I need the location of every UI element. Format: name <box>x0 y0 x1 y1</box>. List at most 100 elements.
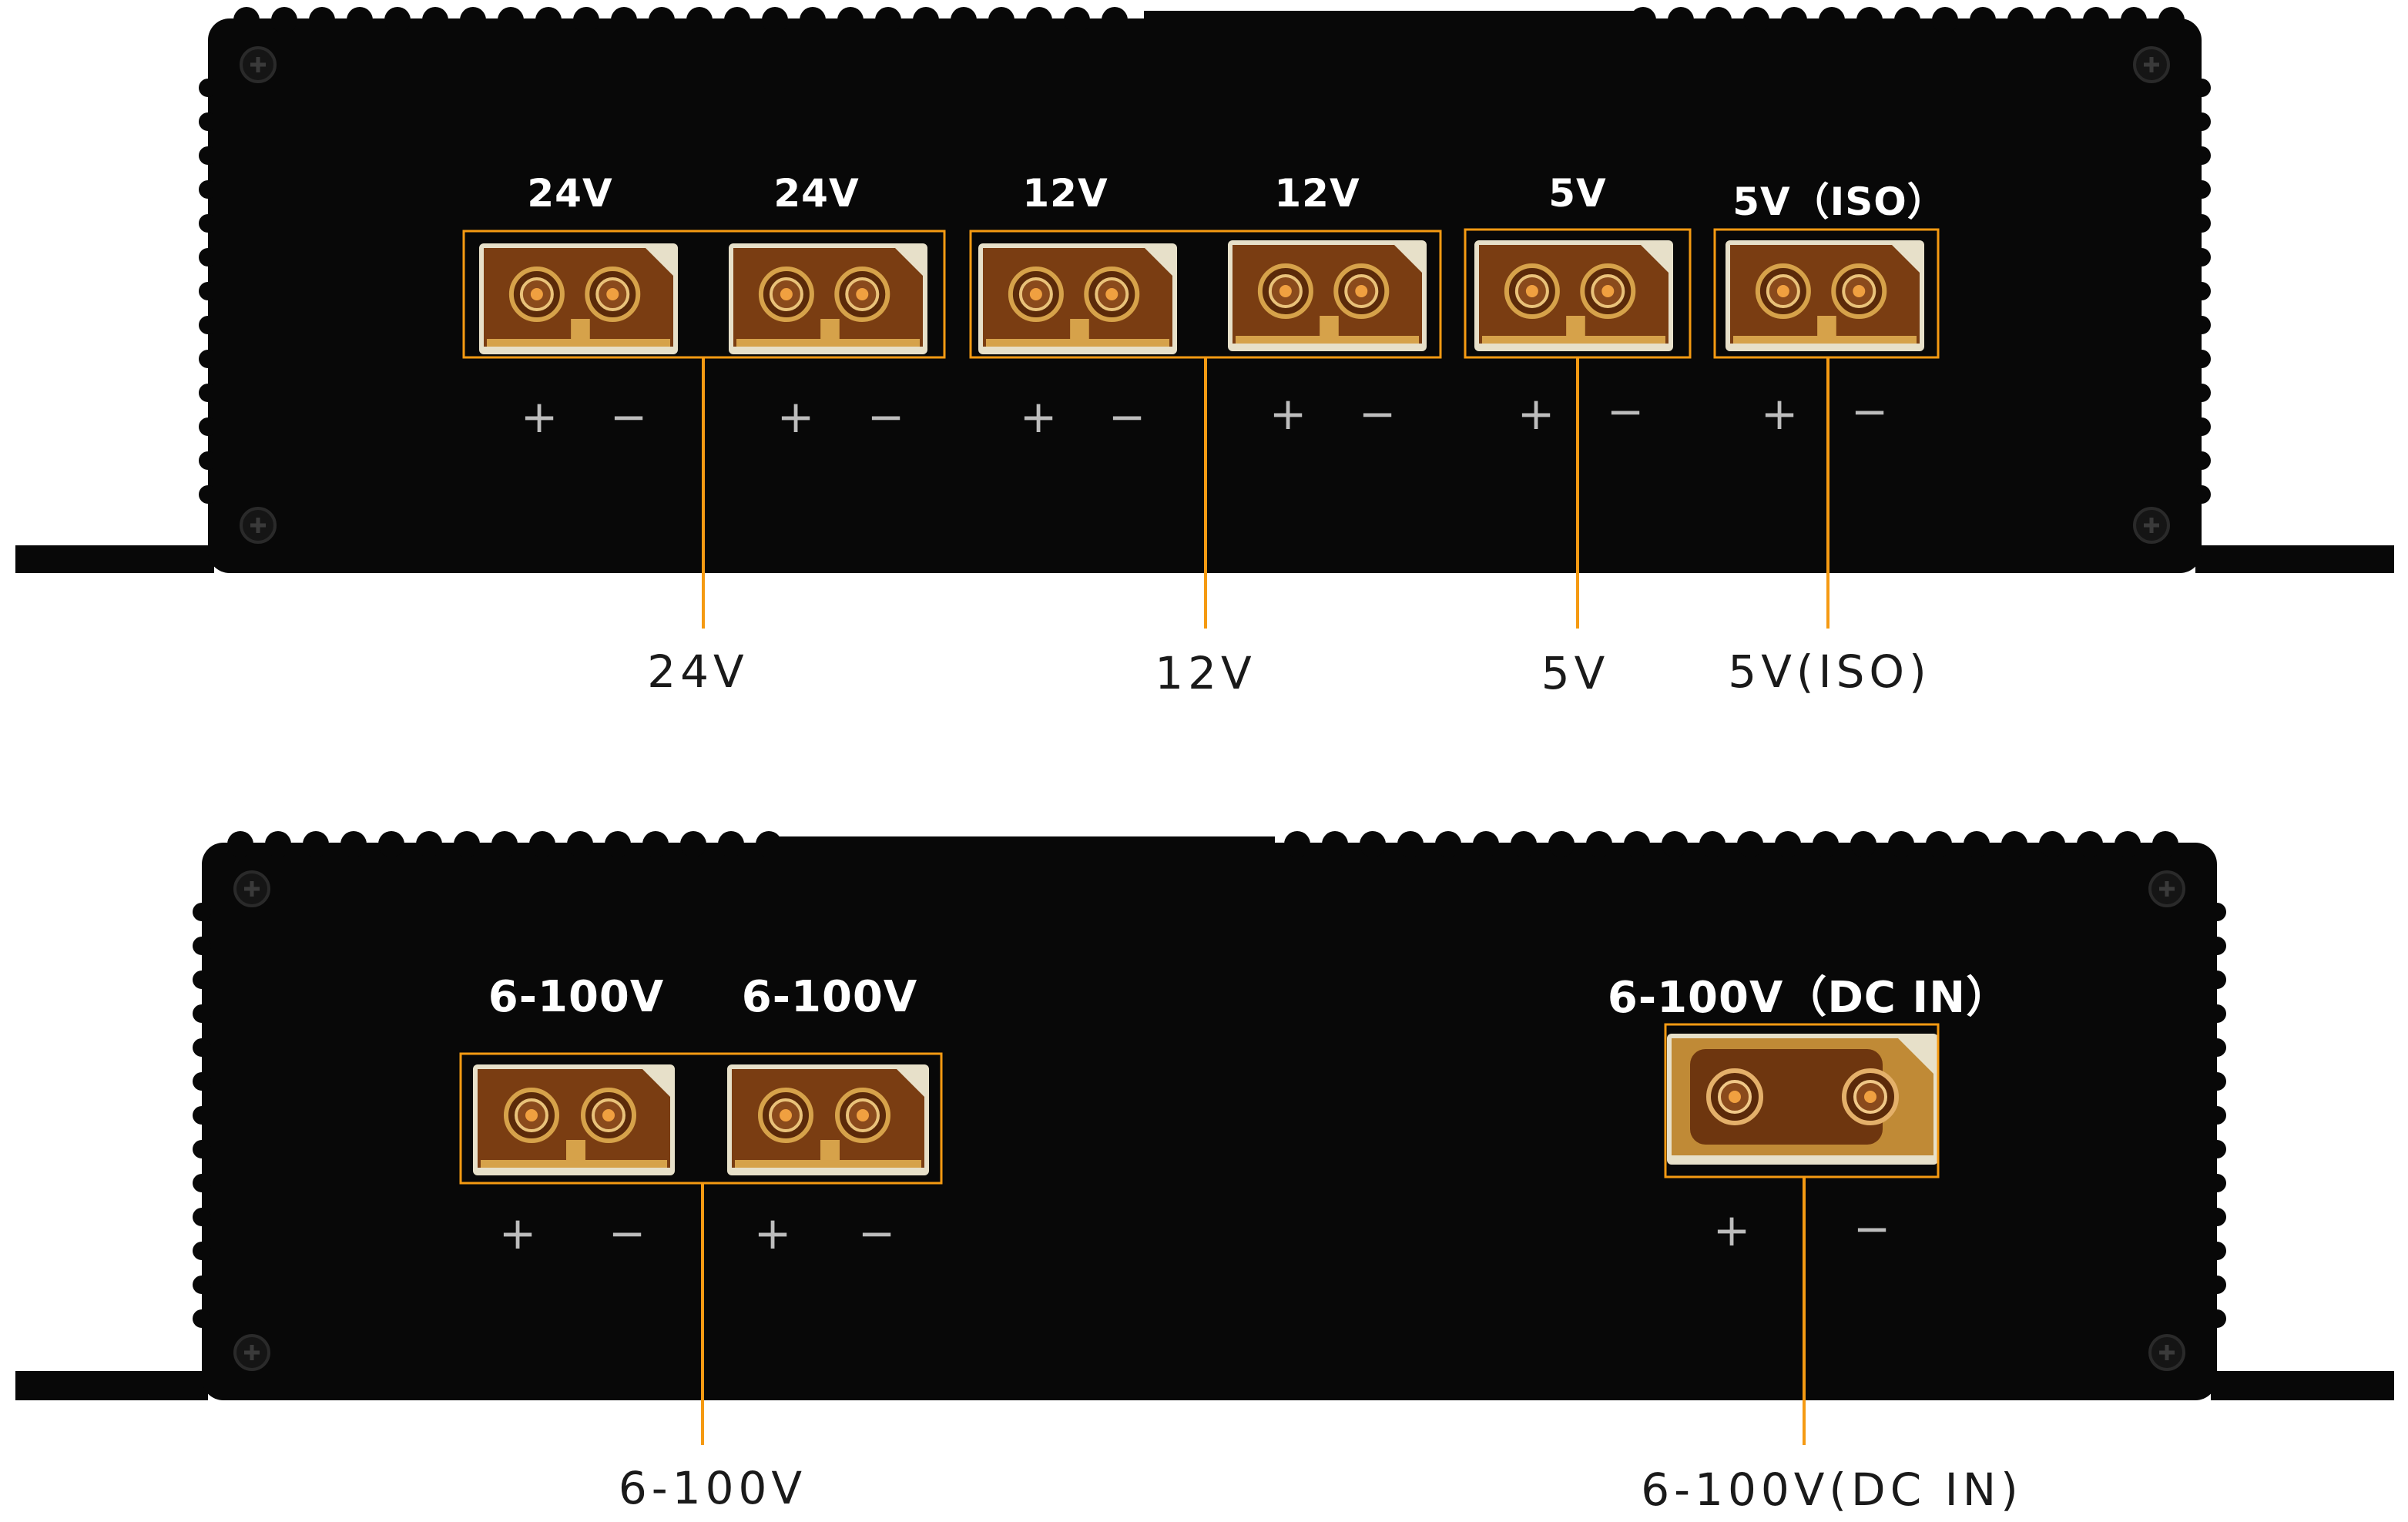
cooling-fin <box>2001 831 2027 857</box>
cooling-fin <box>2192 384 2211 402</box>
cooling-fin <box>265 831 291 857</box>
cooling-fin <box>2115 831 2141 857</box>
cooling-fin <box>309 7 335 33</box>
cooling-fin <box>2121 7 2147 33</box>
cooling-fin <box>2077 831 2103 857</box>
cooling-fin <box>1737 831 1763 857</box>
cooling-fin <box>2192 451 2211 470</box>
connector-pin-center <box>1864 1091 1876 1103</box>
cooling-fin <box>2192 417 2211 436</box>
cooling-fin <box>724 7 750 33</box>
cooling-fin <box>642 831 669 857</box>
plus-sign: + <box>1760 387 1799 440</box>
cooling-fin <box>529 831 555 857</box>
left-mounting-flange <box>15 499 254 573</box>
plus-sign: + <box>753 1207 792 1259</box>
cooling-fin <box>1548 831 1575 857</box>
plus-sign: + <box>1019 391 1058 443</box>
cooling-fin <box>2208 1174 2226 1192</box>
cooling-fin <box>2208 1140 2226 1158</box>
port-label-12v-b: 12V <box>1274 171 1360 216</box>
cooling-fin <box>1781 7 1807 33</box>
cooling-fin <box>951 7 977 33</box>
cooling-fin <box>199 451 217 470</box>
output-panel-enclosure <box>15 7 2394 629</box>
cooling-fin <box>567 831 593 857</box>
cooling-fin <box>1102 7 1128 33</box>
cooling-fin <box>1970 7 1996 33</box>
top-rail <box>1144 11 1637 34</box>
callout-6-100v: 6-100V <box>618 1462 807 1514</box>
connector-pin-center <box>1355 285 1368 297</box>
cooling-fin <box>1932 7 1958 33</box>
cooling-fin <box>193 1242 211 1260</box>
minus-sign: − <box>1358 387 1397 440</box>
cooling-fin <box>2208 903 2226 921</box>
cooling-fin <box>2007 7 2034 33</box>
cooling-fin <box>913 7 939 33</box>
connector-rim <box>1236 336 1419 344</box>
connector-pin-center <box>1279 285 1292 297</box>
cooling-fin <box>2192 146 2211 165</box>
cooling-fin <box>2039 831 2065 857</box>
cooling-fin <box>199 180 217 199</box>
connector-rim <box>986 339 1169 347</box>
minus-sign: − <box>1606 385 1645 437</box>
cooling-fin <box>2083 7 2109 33</box>
cooling-fin <box>573 7 599 33</box>
cooling-fin <box>2208 1004 2226 1023</box>
plus-sign: + <box>498 1207 537 1259</box>
connector-key <box>1320 316 1339 336</box>
cooling-fin <box>454 831 480 857</box>
cooling-fin <box>2208 1276 2226 1294</box>
cooling-fin <box>193 971 211 989</box>
cooling-fin <box>227 831 253 857</box>
screw-slot <box>250 518 266 533</box>
cooling-fin <box>1856 7 1883 33</box>
cooling-fin <box>2192 350 2211 368</box>
connector-key <box>1566 316 1585 336</box>
cooling-fin <box>1511 831 1537 857</box>
connector-pin-center <box>530 288 543 300</box>
cooling-fin <box>416 831 442 857</box>
minus-sign: − <box>1108 391 1146 443</box>
cooling-fin <box>800 7 826 33</box>
screw-slot <box>2159 881 2175 897</box>
connector-rim <box>736 339 920 347</box>
cooling-fin <box>199 282 217 300</box>
cooling-fin <box>193 1276 211 1294</box>
screw-slot <box>2144 518 2159 533</box>
cooling-fin <box>1813 831 1839 857</box>
cooling-fin <box>199 417 217 436</box>
cooling-fin <box>1360 831 1386 857</box>
connector-key <box>820 319 840 339</box>
cooling-fin <box>2192 214 2211 233</box>
cooling-fin <box>2208 1106 2226 1125</box>
cooling-fin <box>1624 831 1650 857</box>
cooling-fin <box>1775 831 1801 857</box>
cooling-fin <box>1705 7 1732 33</box>
screw-slot <box>2159 1345 2175 1360</box>
connector-key <box>1070 319 1089 339</box>
connector-pin-center <box>606 288 619 300</box>
port-label-6-100v-b: 6-100V <box>741 972 918 1022</box>
cooling-fin <box>649 7 675 33</box>
minus-sign: − <box>609 391 648 443</box>
cooling-fin <box>2208 937 2226 955</box>
cooling-fin <box>2192 282 2211 300</box>
port-label-5v-iso: 5V（ISO） <box>1732 179 1947 224</box>
connector-key <box>566 1140 585 1160</box>
cooling-fin <box>303 831 329 857</box>
cooling-fin <box>199 214 217 233</box>
connector-key <box>1817 316 1836 336</box>
cooling-fin <box>1435 831 1461 857</box>
callout-5v-iso: 5V(ISO) <box>1728 645 1931 698</box>
cooling-fin <box>2192 316 2211 334</box>
screw-slot <box>244 881 260 897</box>
screw-slot <box>244 1345 260 1360</box>
cooling-fin <box>2208 1208 2226 1226</box>
cooling-fin <box>611 7 637 33</box>
cooling-fin <box>1926 831 1952 857</box>
cooling-fin <box>384 7 411 33</box>
cooling-fin <box>1026 7 1052 33</box>
